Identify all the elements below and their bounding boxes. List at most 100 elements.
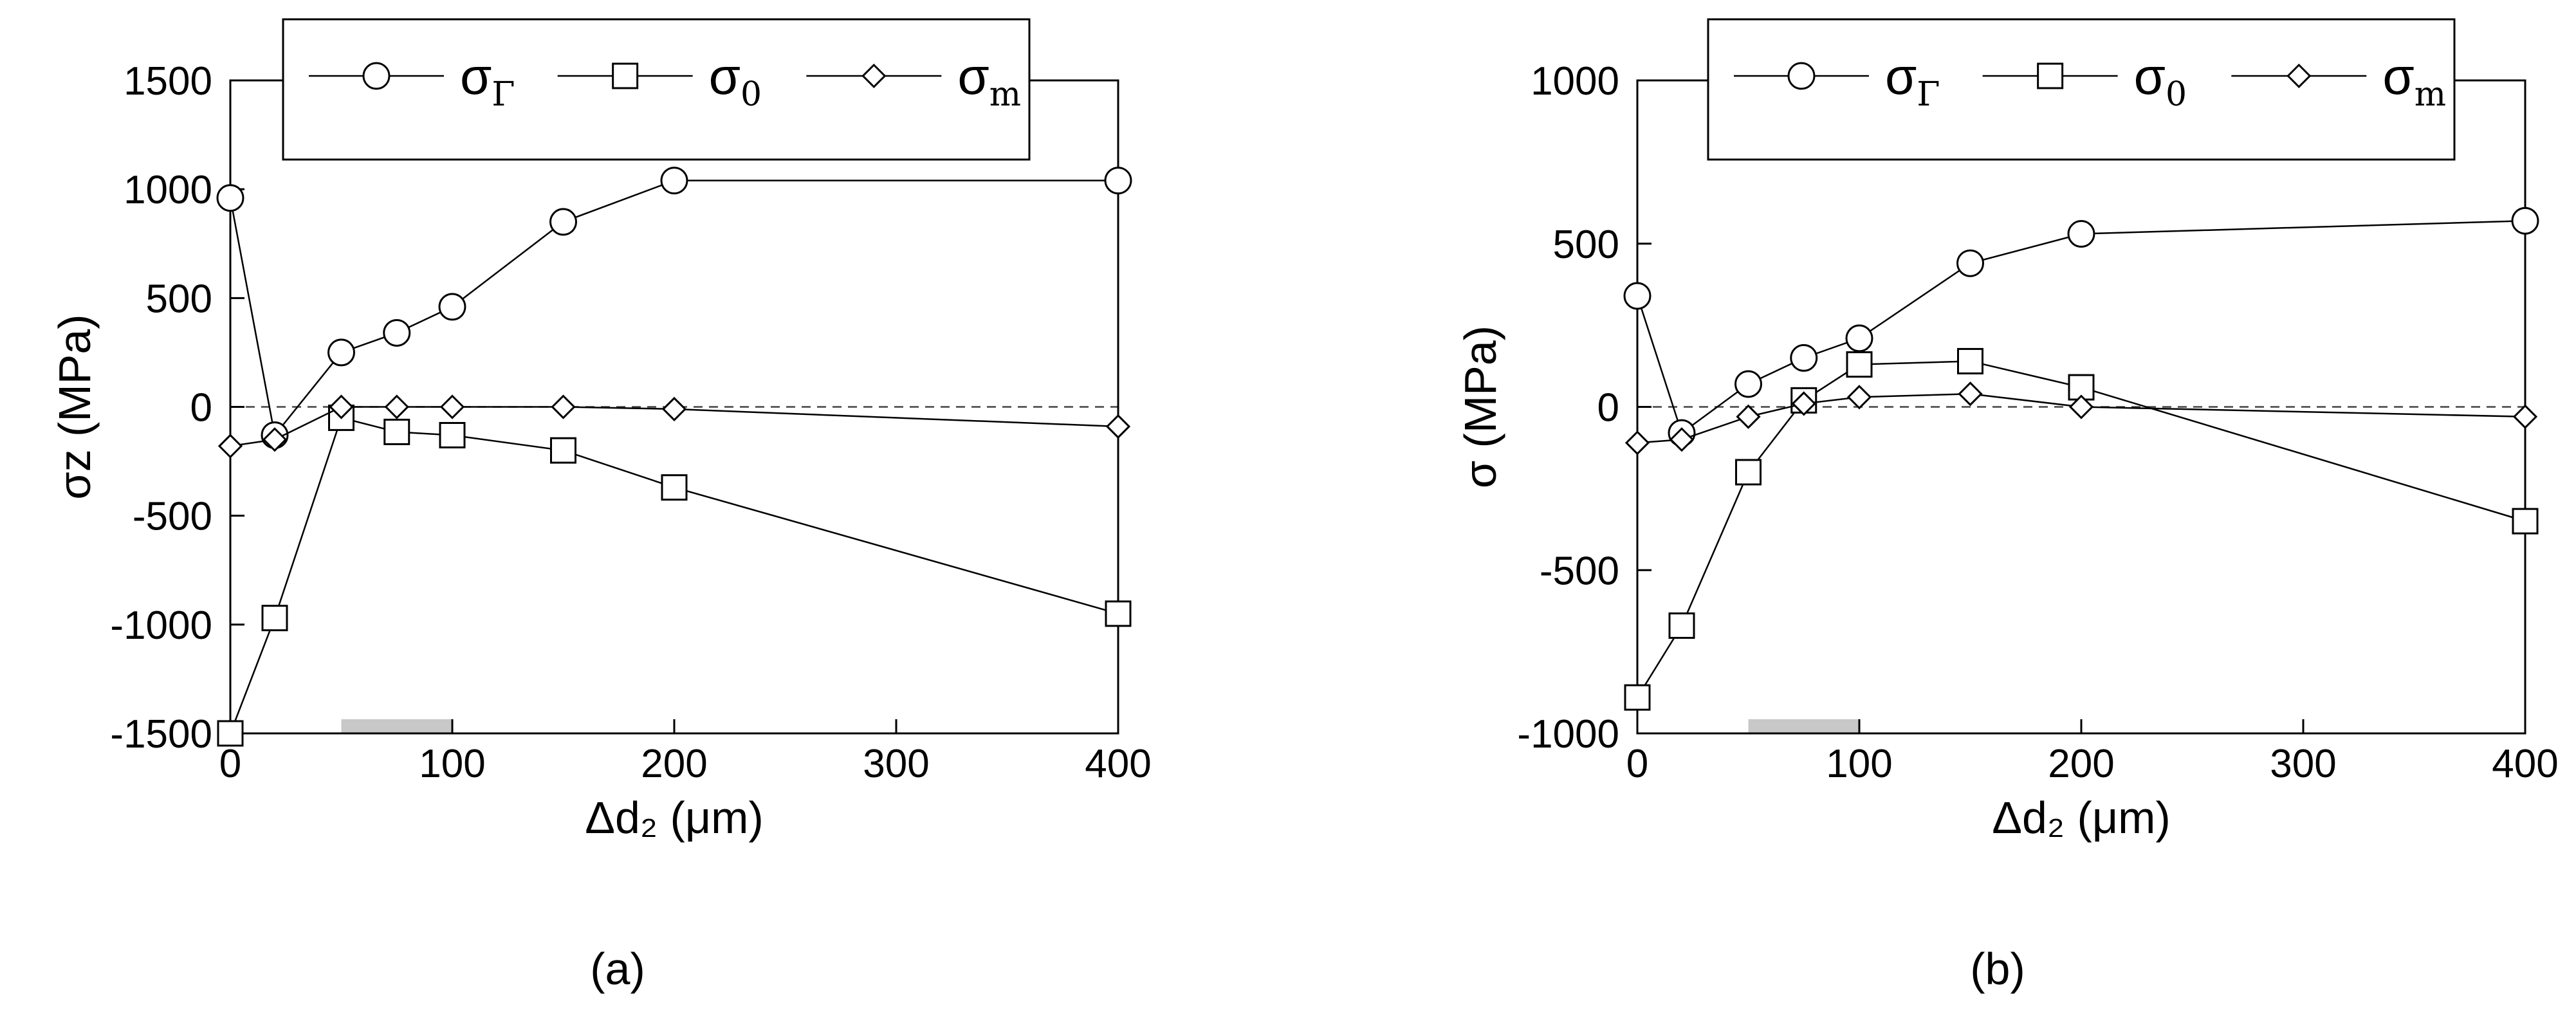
data-point-diamond bbox=[1791, 391, 1816, 416]
legend-marker-circle bbox=[1787, 62, 1816, 90]
x-axis-label: Δd₂ (μm) bbox=[1992, 793, 2171, 843]
panel-label: (b) bbox=[1970, 944, 2025, 994]
data-point-circle bbox=[1790, 344, 1818, 372]
legend-marker-circle bbox=[362, 62, 391, 90]
highlight-range-bar bbox=[1748, 719, 1859, 733]
data-point-circle bbox=[549, 208, 577, 236]
legend-marker-diamond bbox=[861, 63, 887, 89]
data-point-square bbox=[1846, 351, 1873, 378]
data-point-diamond bbox=[2068, 394, 2094, 419]
data-point-circle bbox=[438, 293, 466, 321]
data-point-circle bbox=[1956, 249, 1984, 277]
y-tick-label: 0 bbox=[190, 386, 212, 430]
x-tick-label: 200 bbox=[2048, 742, 2114, 786]
data-point-square bbox=[661, 474, 688, 501]
data-point-diamond bbox=[661, 396, 687, 422]
series-line bbox=[1637, 392, 2526, 444]
y-tick-label: -500 bbox=[1540, 549, 1619, 593]
data-point-square bbox=[1735, 459, 1762, 486]
data-point-diamond bbox=[384, 394, 409, 419]
data-point-square bbox=[2512, 508, 2539, 535]
series-line bbox=[229, 416, 1119, 734]
data-point-circle bbox=[327, 338, 355, 367]
data-point-diamond bbox=[551, 394, 576, 419]
data-point-circle bbox=[1623, 282, 1651, 310]
x-tick-label: 0 bbox=[1626, 742, 1648, 786]
legend-entry-label: σ0 bbox=[709, 48, 762, 114]
data-point-diamond bbox=[217, 434, 243, 459]
x-tick-label: 300 bbox=[863, 742, 929, 786]
legend-box bbox=[1707, 18, 2456, 161]
series-diamond bbox=[217, 394, 1131, 459]
data-point-circle bbox=[660, 167, 688, 195]
data-point-diamond bbox=[262, 427, 288, 452]
y-tick-label: -500 bbox=[133, 495, 212, 539]
data-point-diamond bbox=[2512, 404, 2538, 429]
data-point-diamond bbox=[1624, 430, 1650, 455]
legend-marker-square bbox=[612, 62, 639, 89]
data-point-square bbox=[1105, 600, 1132, 627]
legend-entry-label: σΓ bbox=[460, 48, 515, 114]
y-tick-label: -1000 bbox=[1517, 712, 1619, 757]
y-axis-label: σ (MPa) bbox=[1455, 326, 1505, 488]
y-tick-label: 1000 bbox=[124, 168, 212, 212]
series-square bbox=[217, 404, 1132, 747]
x-tick-label: 100 bbox=[1826, 742, 1892, 786]
data-point-circle bbox=[2511, 207, 2539, 235]
data-point-diamond bbox=[439, 394, 465, 419]
legend: σΓ σ0 σm bbox=[282, 18, 1031, 161]
data-point-square bbox=[1957, 347, 1983, 374]
highlight-range-bar bbox=[341, 719, 452, 733]
data-point-diamond bbox=[329, 394, 354, 419]
data-point-square bbox=[217, 720, 244, 747]
legend-marker-square bbox=[2037, 62, 2064, 89]
series-circle bbox=[216, 167, 1132, 449]
series-line bbox=[1636, 360, 2526, 698]
data-point-circle bbox=[216, 184, 244, 212]
data-point-square bbox=[1624, 684, 1651, 711]
x-tick-label: 0 bbox=[219, 742, 241, 786]
legend-entry-label: σm bbox=[957, 48, 1021, 114]
data-point-circle bbox=[2067, 220, 2095, 248]
x-tick-label: 100 bbox=[419, 742, 485, 786]
y-tick-label: 500 bbox=[146, 277, 212, 321]
panel-label: (a) bbox=[590, 944, 645, 994]
y-tick-label: 500 bbox=[1553, 223, 1619, 267]
legend-entry-label: σm bbox=[2382, 48, 2446, 114]
x-tick-label: 400 bbox=[2492, 742, 2558, 786]
data-point-square bbox=[261, 605, 288, 632]
data-point-diamond bbox=[1669, 427, 1695, 452]
data-point-diamond bbox=[1736, 404, 1761, 429]
data-point-square bbox=[1668, 612, 1695, 639]
legend-marker-diamond bbox=[2286, 63, 2312, 89]
x-tick-label: 300 bbox=[2270, 742, 2336, 786]
legend-entry-label: σ0 bbox=[2134, 48, 2187, 114]
series-line bbox=[230, 406, 1119, 447]
data-point-diamond bbox=[1846, 385, 1872, 410]
data-point-circle bbox=[1734, 370, 1762, 398]
data-point-circle bbox=[383, 318, 411, 347]
data-point-square bbox=[383, 418, 410, 445]
legend: σΓ σ0 σm bbox=[1707, 18, 2456, 161]
series-line bbox=[229, 179, 1118, 437]
x-axis-label: Δd₂ (μm) bbox=[585, 793, 764, 843]
data-point-circle bbox=[1104, 167, 1132, 195]
data-point-diamond bbox=[1958, 381, 1983, 407]
y-tick-label: -1000 bbox=[110, 603, 212, 648]
y-tick-label: -1500 bbox=[110, 712, 212, 757]
y-tick-label: 1500 bbox=[124, 59, 212, 104]
series-diamond bbox=[1624, 381, 2538, 455]
y-axis-label: σz (MPa) bbox=[50, 314, 100, 499]
x-tick-label: 200 bbox=[641, 742, 707, 786]
data-point-square bbox=[550, 437, 576, 464]
legend-box bbox=[282, 18, 1031, 161]
data-point-diamond bbox=[1105, 414, 1131, 439]
data-point-circle bbox=[1845, 324, 1873, 353]
legend-entry-label: σΓ bbox=[1885, 48, 1940, 114]
y-tick-label: 0 bbox=[1597, 386, 1619, 430]
data-point-square bbox=[439, 421, 466, 448]
y-tick-label: 1000 bbox=[1531, 59, 1619, 104]
